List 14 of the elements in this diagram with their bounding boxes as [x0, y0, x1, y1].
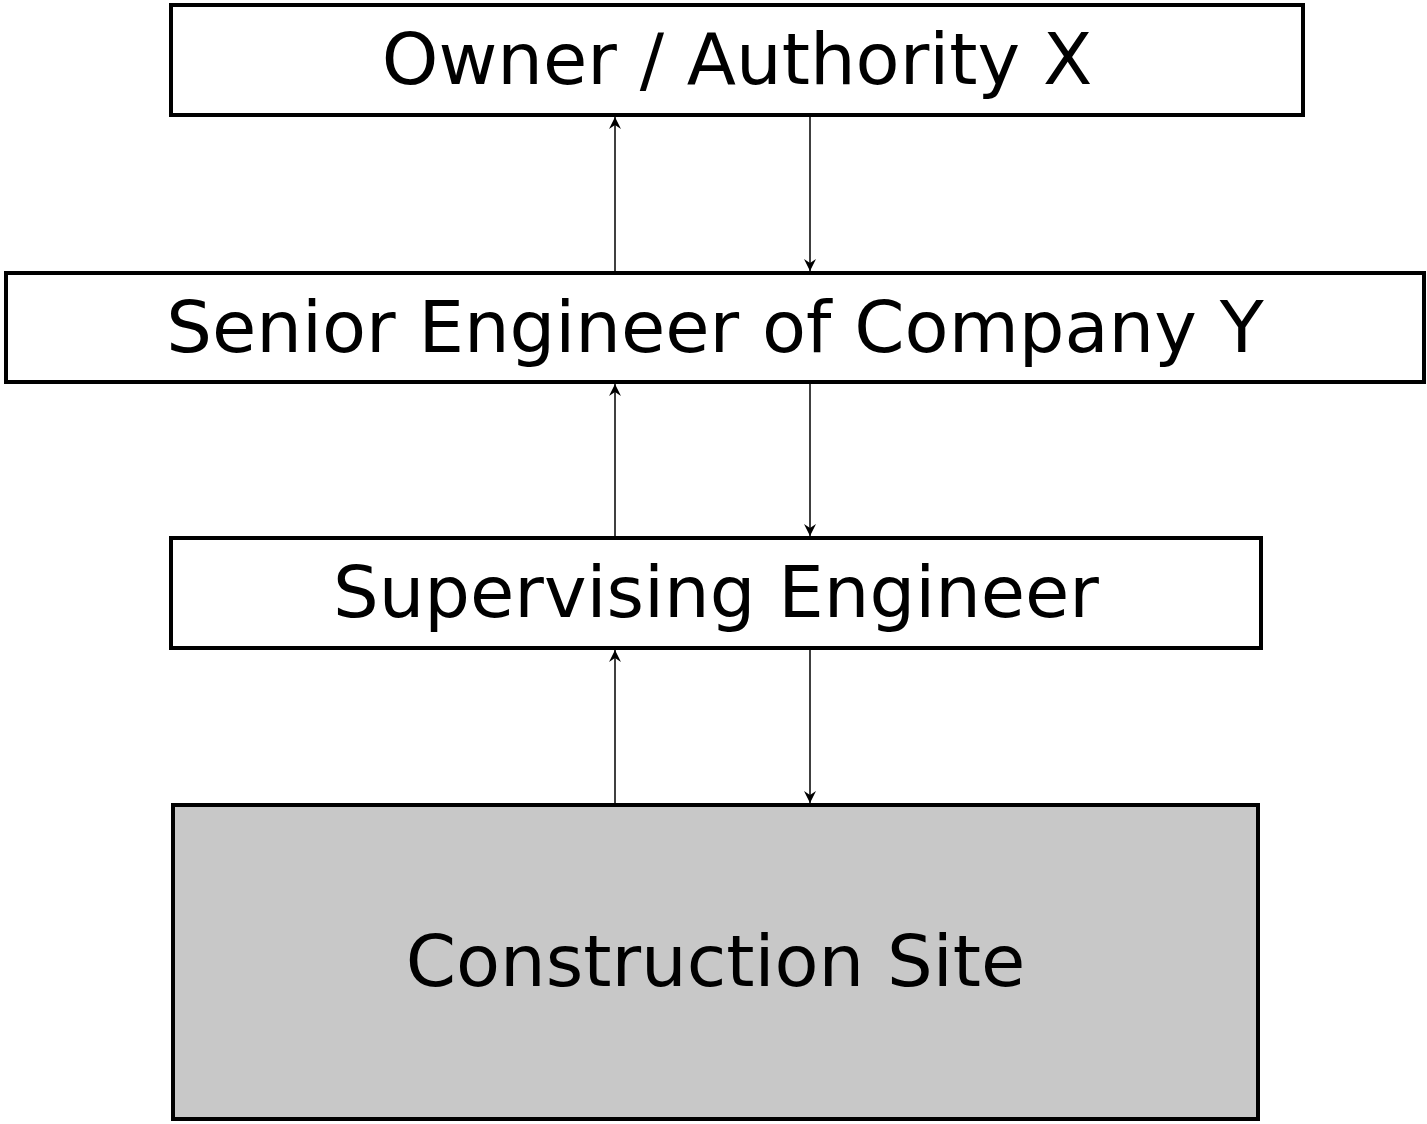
arrow	[609, 116, 621, 272]
arrow	[804, 116, 816, 272]
box-label: Senior Engineer of Company Y	[166, 287, 1264, 368]
arrow	[609, 383, 621, 537]
arrow	[804, 383, 816, 537]
process-box	[169, 536, 1263, 650]
box-label: Construction Site	[405, 922, 1026, 1002]
arrow	[804, 649, 816, 804]
shaded-box	[171, 803, 1260, 1121]
box-label: Supervising Engineer	[333, 553, 1099, 633]
arrow	[609, 649, 621, 804]
box-label: Owner / Authority X	[381, 20, 1093, 100]
process-box	[169, 3, 1305, 117]
process-box	[4, 271, 1426, 384]
